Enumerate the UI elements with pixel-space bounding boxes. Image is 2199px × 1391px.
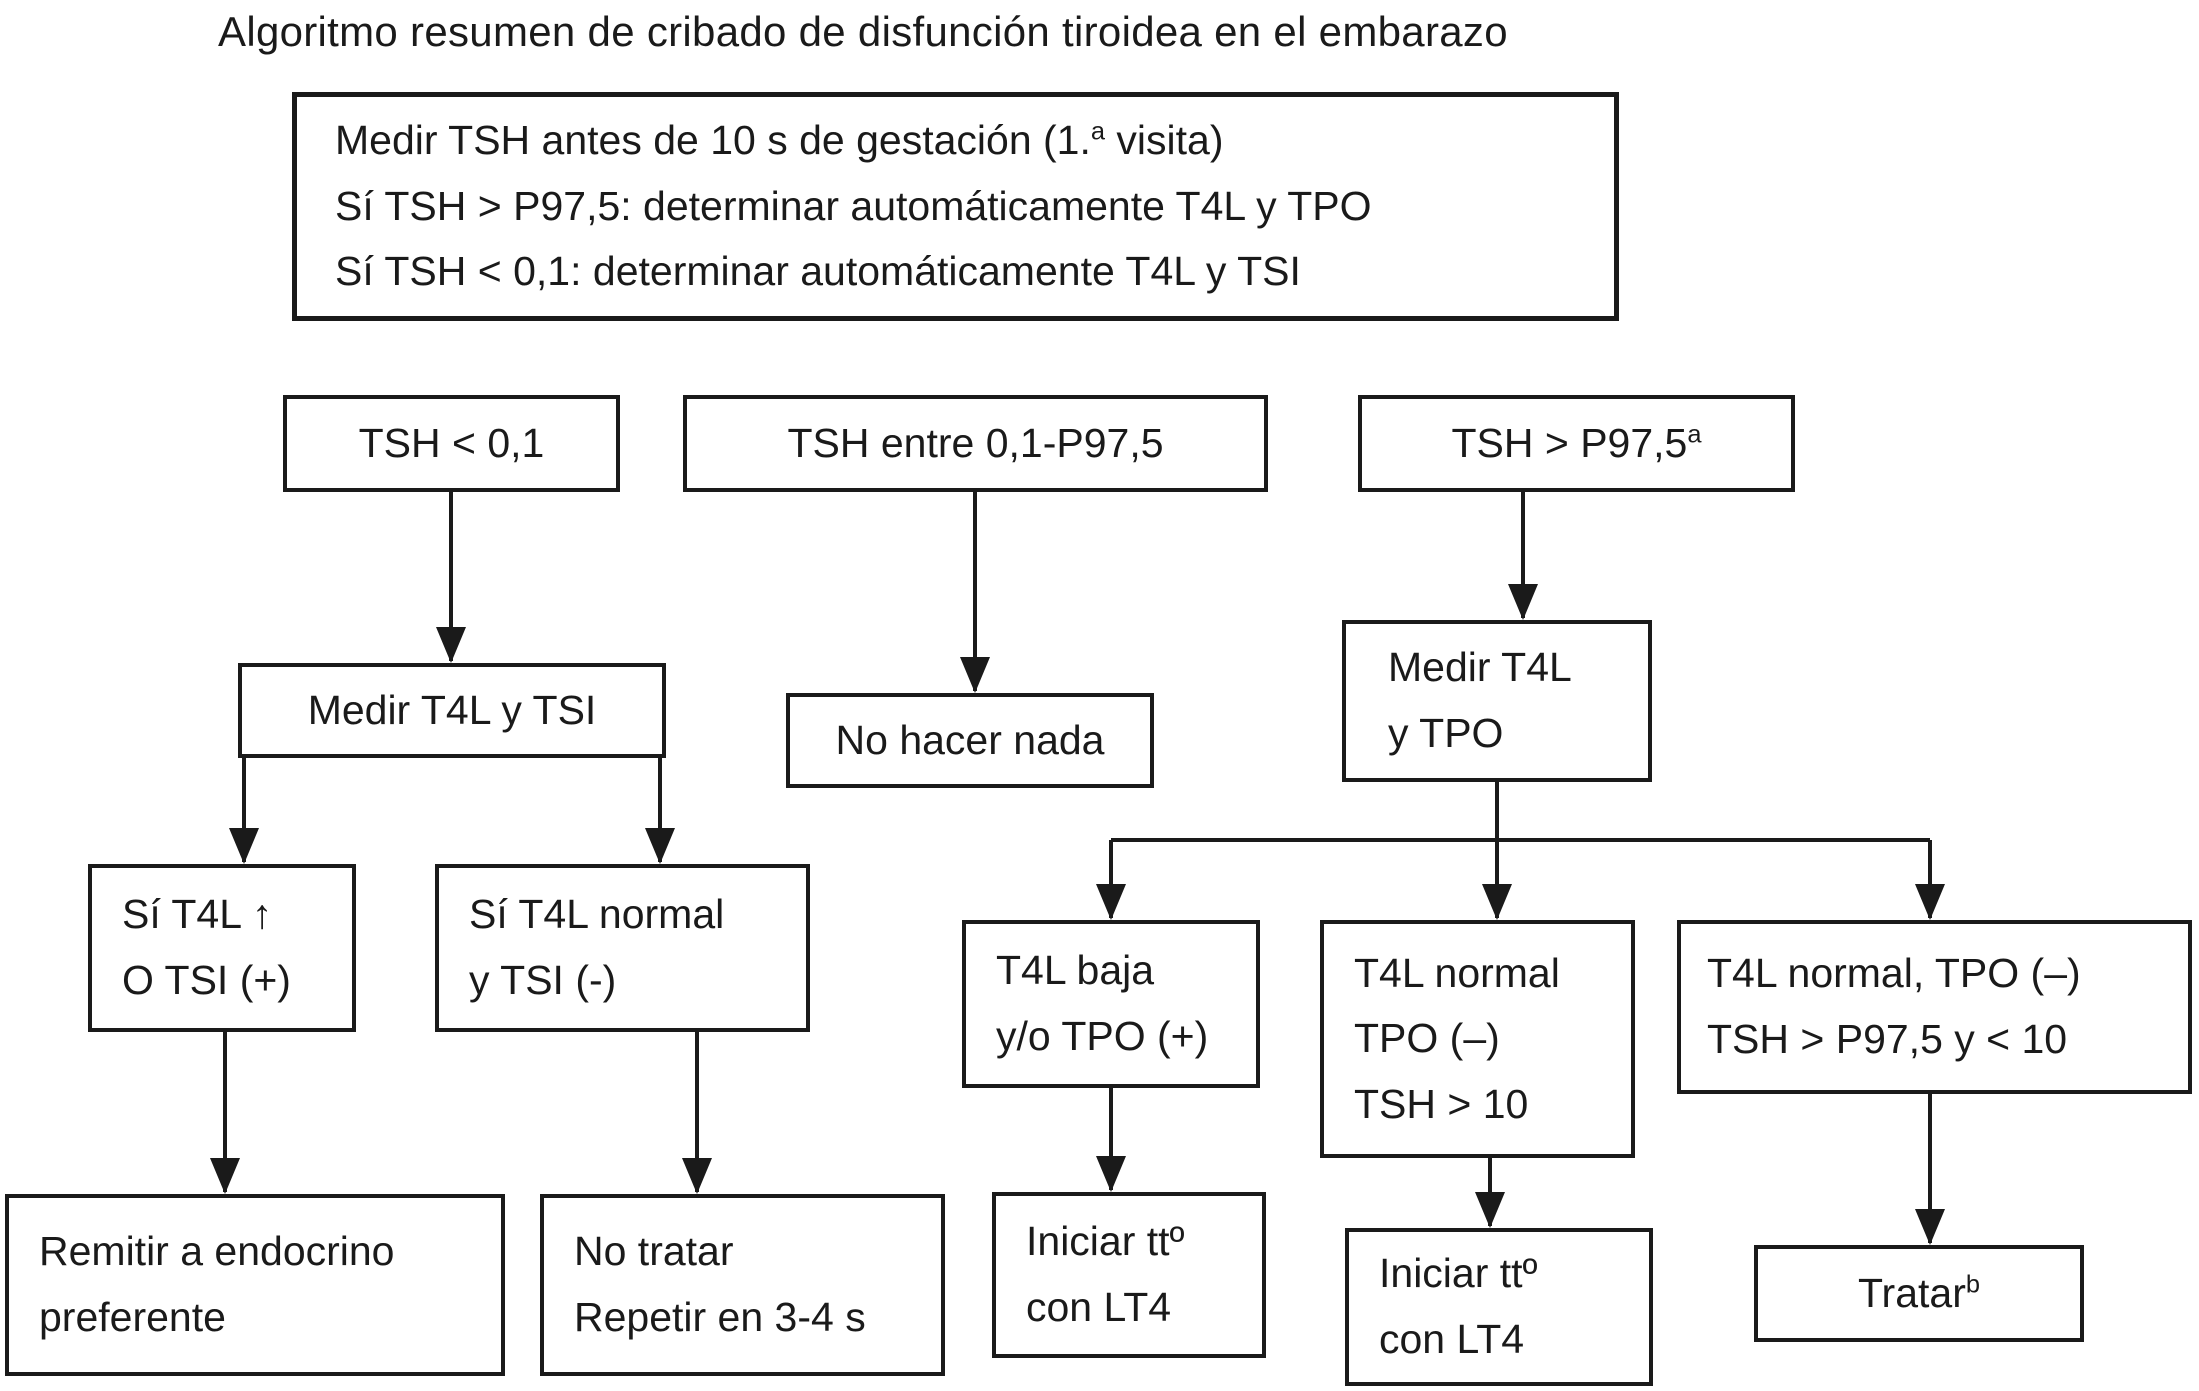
superscript-a: a [1090, 117, 1106, 146]
node-measure-t4l-tsi: Medir T4L y TSI [238, 663, 666, 758]
node-treat: Tratarb [1754, 1245, 2084, 1342]
protocol-line-3: Sí TSH < 0,1: determinar automáticamente… [335, 248, 1301, 295]
no-treatment-line-1: No tratar [574, 1228, 734, 1275]
t4l-high-line-2: O TSI (+) [122, 957, 291, 1003]
start-lt4-left-line-2: con LT4 [1026, 1284, 1172, 1330]
node-tsh-low: TSH < 0,1 [283, 395, 620, 492]
start-lt4-mid-line-1: Iniciar ttº [1379, 1250, 1538, 1297]
t4l-high-line-1: Sí T4L ↑ [122, 891, 273, 938]
measure-t4l-tpo-line-1: Medir T4L [1388, 644, 1572, 691]
tsh-over10-line-3: TSH > 10 [1354, 1080, 1529, 1127]
no-treatment-line-2: Repetir en 3-4 s [574, 1294, 866, 1340]
tsh-under10-line-2: TSH > P97,5 y < 10 [1707, 1016, 2068, 1062]
t4l-low-line-2: y/o TPO (+) [996, 1013, 1209, 1059]
node-t4l-normal-tsh-over10: T4L normal TPO (–) TSH > 10 [1320, 920, 1635, 1158]
refer-line-1: Remitir a endocrino [39, 1228, 395, 1275]
superscript-b: b [1965, 1270, 1980, 1299]
node-t4l-high-or-tsi-pos: Sí T4L ↑ O TSI (+) [88, 864, 356, 1032]
node-tsh-high: TSH > P97,5a [1358, 395, 1795, 492]
measure-t4l-tpo-line-2: y TPO [1388, 710, 1504, 756]
node-tsh-mid: TSH entre 0,1-P97,5 [683, 395, 1268, 492]
node-no-action: No hacer nada [786, 693, 1154, 788]
tsh-high-label: TSH > P97,5a [1451, 419, 1702, 466]
treat-label: Tratarb [1858, 1269, 1980, 1316]
refer-line-2: preferente [39, 1294, 226, 1340]
t4l-normal-tsi-line-2: y TSI (-) [469, 957, 617, 1003]
start-lt4-left-line-1: Iniciar ttº [1026, 1218, 1185, 1265]
node-measure-t4l-tpo: Medir T4L y TPO [1342, 620, 1652, 782]
node-refer-endocrine: Remitir a endocrino preferente [5, 1194, 505, 1376]
measure-t4l-tsi-label: Medir T4L y TSI [307, 686, 597, 733]
node-protocol: Medir TSH antes de 10 s de gestación (1.… [292, 92, 1619, 321]
node-no-treatment: No tratar Repetir en 3-4 s [540, 1194, 945, 1376]
node-start-lt4-left: Iniciar ttº con LT4 [992, 1192, 1266, 1358]
protocol-line-1: Medir TSH antes de 10 s de gestación (1.… [335, 117, 1224, 164]
start-lt4-mid-line-2: con LT4 [1379, 1316, 1525, 1362]
superscript-a: a [1687, 420, 1702, 449]
tsh-over10-line-1: T4L normal [1354, 949, 1560, 996]
t4l-normal-tsi-line-1: Sí T4L normal [469, 891, 725, 938]
tsh-over10-line-2: TPO (–) [1354, 1015, 1500, 1062]
protocol-line-2: Sí TSH > P97,5: determinar automáticamen… [335, 182, 1372, 229]
tsh-low-label: TSH < 0,1 [358, 419, 545, 466]
tsh-under10-line-1: T4L normal, TPO (–) [1707, 950, 2081, 997]
t4l-low-line-1: T4L baja [996, 947, 1155, 994]
no-action-label: No hacer nada [835, 716, 1105, 763]
diagram-title: Algoritmo resumen de cribado de disfunci… [218, 8, 1508, 55]
node-start-lt4-mid: Iniciar ttº con LT4 [1345, 1228, 1653, 1386]
node-t4l-normal-tsi-neg: Sí T4L normal y TSI (-) [435, 864, 810, 1032]
node-t4l-low-tpo-pos: T4L baja y/o TPO (+) [962, 920, 1260, 1088]
node-t4l-normal-tsh-under10: T4L normal, TPO (–) TSH > P97,5 y < 10 [1677, 920, 2192, 1094]
tsh-mid-label: TSH entre 0,1-P97,5 [787, 419, 1164, 466]
